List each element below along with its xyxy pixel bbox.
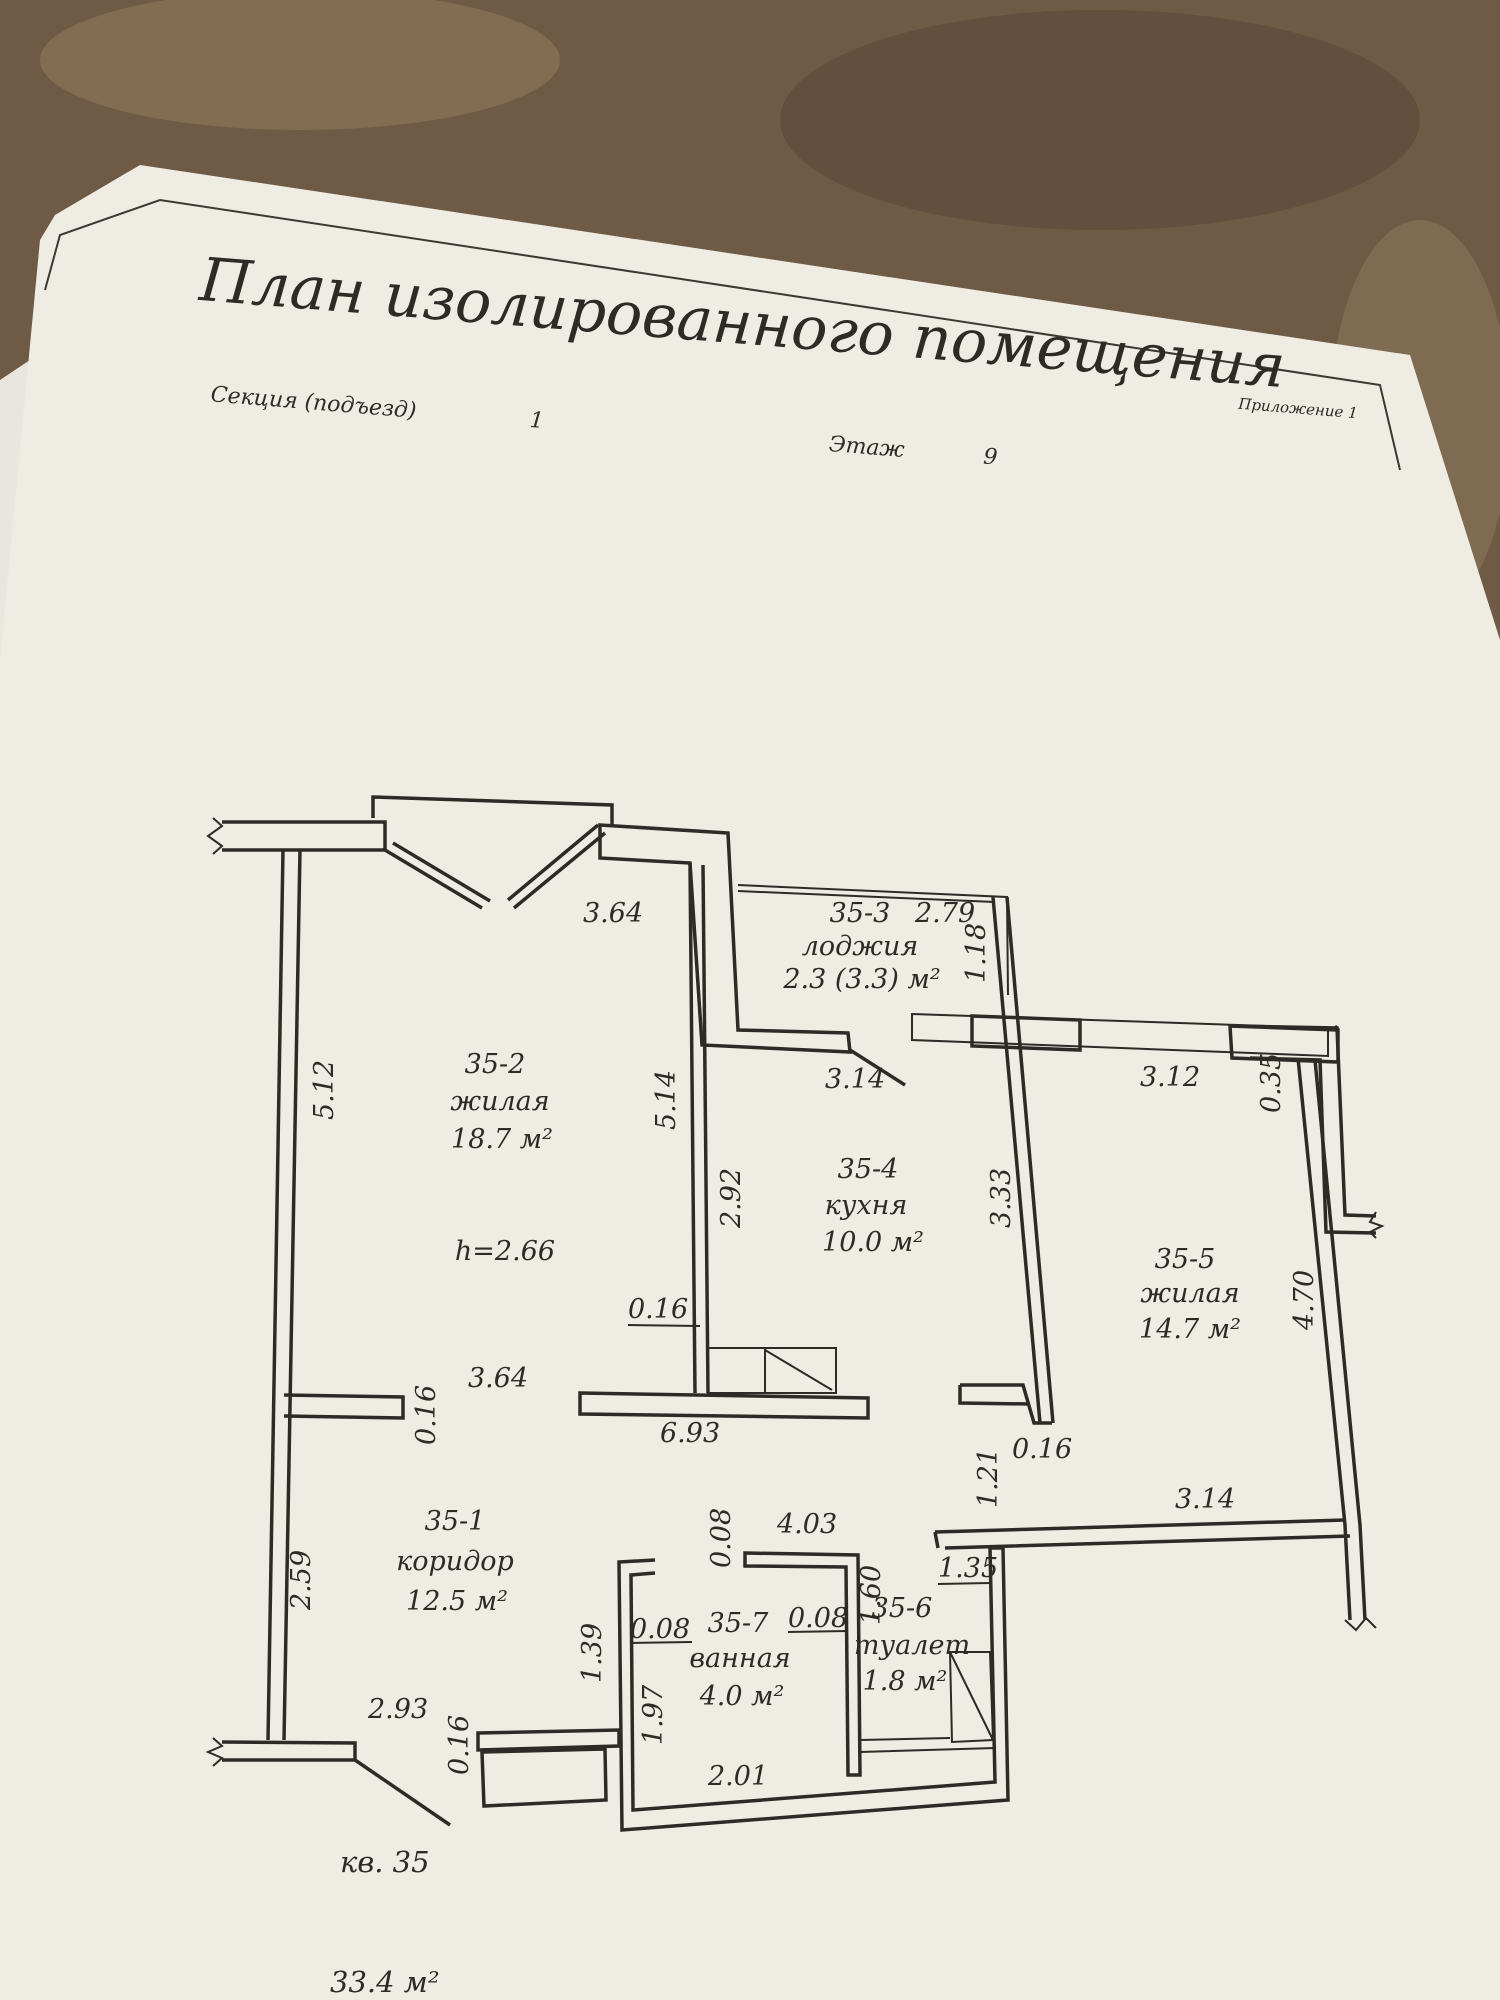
room-type: туалет — [854, 1630, 970, 1661]
room-number: 35-2 — [465, 1049, 526, 1080]
dim-label: 3.14 — [825, 1064, 885, 1095]
room-number: 35-4 — [838, 1154, 899, 1185]
room-area: 2.3 (3.3) м² — [782, 964, 940, 995]
dim-label: 0.16 — [444, 1715, 475, 1775]
dim-label: 3.33 — [986, 1168, 1017, 1228]
room-type: жилая — [1140, 1278, 1239, 1309]
dim-label: 3.64 — [583, 898, 643, 929]
dim-label: 2.01 — [707, 1761, 768, 1792]
total-area: 33.4 м² — [330, 1965, 439, 1999]
room-number: 35-7 — [708, 1608, 769, 1639]
room-area: 18.7 м² — [451, 1124, 553, 1155]
dim-label: 0.16 — [1012, 1434, 1072, 1465]
room-35-5: 35-5 жилая 14.7 м² — [1139, 1244, 1241, 1345]
dim-label: 3.14 — [1175, 1484, 1235, 1515]
room-type: кухня — [825, 1190, 908, 1221]
dim-label: 0.16 — [411, 1385, 442, 1445]
room-area: 4.0 м² — [699, 1681, 785, 1712]
appendix-label: Приложение 1 — [1237, 395, 1359, 423]
dim-label: 1.39 — [577, 1623, 608, 1683]
room-number: 35-3 — [830, 898, 891, 929]
dim-label: 2.93 — [367, 1694, 428, 1725]
room-number: 35-5 — [1155, 1244, 1216, 1275]
dim-label: 0.08 — [630, 1614, 690, 1645]
apartment-number: кв. 35 — [340, 1845, 430, 1879]
room-35-1: 35-1 коридор 12.5 м² — [396, 1506, 514, 1617]
floor-value: 9 — [982, 444, 998, 470]
dim-label: 4.70 — [1289, 1270, 1320, 1331]
dim-label: 1.60 — [856, 1565, 887, 1625]
dim-label: 6.93 — [660, 1418, 720, 1449]
dim-label: 5.14 — [651, 1070, 682, 1130]
dim-label: 2.79 — [914, 898, 975, 929]
dimensions: 3.64 2.79 1.18 5.12 5.14 3.14 3.12 0.35 … — [286, 898, 1320, 1792]
room-35-6: 35-6 туалет 1.8 м² — [854, 1593, 970, 1697]
section-value: 1 — [529, 408, 545, 434]
room-35-2: 35-2 жилая 18.7 м² h=2.66 — [450, 1049, 555, 1267]
room-area: 1.8 м² — [863, 1666, 948, 1697]
walls — [205, 795, 1385, 1832]
room-area: 12.5 м² — [406, 1586, 508, 1617]
dim-label: 1.97 — [638, 1684, 669, 1745]
room-type: лоджия — [802, 931, 919, 962]
room-number: 35-1 — [425, 1506, 486, 1537]
dim-label: 2.59 — [286, 1550, 317, 1611]
room-type: ванная — [689, 1643, 790, 1674]
dim-label: 2.92 — [716, 1168, 747, 1229]
dim-label: 3.12 — [1140, 1062, 1200, 1093]
room-type: коридор — [396, 1546, 514, 1577]
floor-label: Этаж — [828, 432, 906, 463]
room-35-3: 35-3 лоджия 2.3 (3.3) м² — [782, 898, 940, 995]
dim-label: 0.08 — [788, 1603, 848, 1634]
room-area: 14.7 м² — [1139, 1314, 1241, 1345]
room-area: 10.0 м² — [822, 1227, 924, 1258]
dim-label: 5.12 — [309, 1060, 340, 1120]
plan-title: План изолированного помещения — [196, 245, 1288, 402]
room-35-7: 35-7 ванная 4.0 м² — [689, 1608, 790, 1712]
room-35-4: 35-4 кухня 10.0 м² — [822, 1154, 924, 1258]
dim-label: 3.64 — [468, 1363, 528, 1394]
section-label: Секция (подъезд) — [210, 382, 418, 423]
dim-label: 1.21 — [973, 1448, 1004, 1508]
dim-label: 1.18 — [961, 923, 992, 983]
dim-label: 0.35 — [1256, 1053, 1287, 1113]
room-number: 35-6 — [872, 1593, 933, 1624]
room-type: жилая — [450, 1086, 549, 1117]
dim-label: 4.03 — [776, 1509, 837, 1540]
dim-label: 0.16 — [628, 1294, 688, 1325]
ceiling-height: h=2.66 — [455, 1236, 555, 1267]
dim-label: 0.08 — [706, 1508, 737, 1568]
dim-label: 1.35 — [938, 1553, 998, 1584]
